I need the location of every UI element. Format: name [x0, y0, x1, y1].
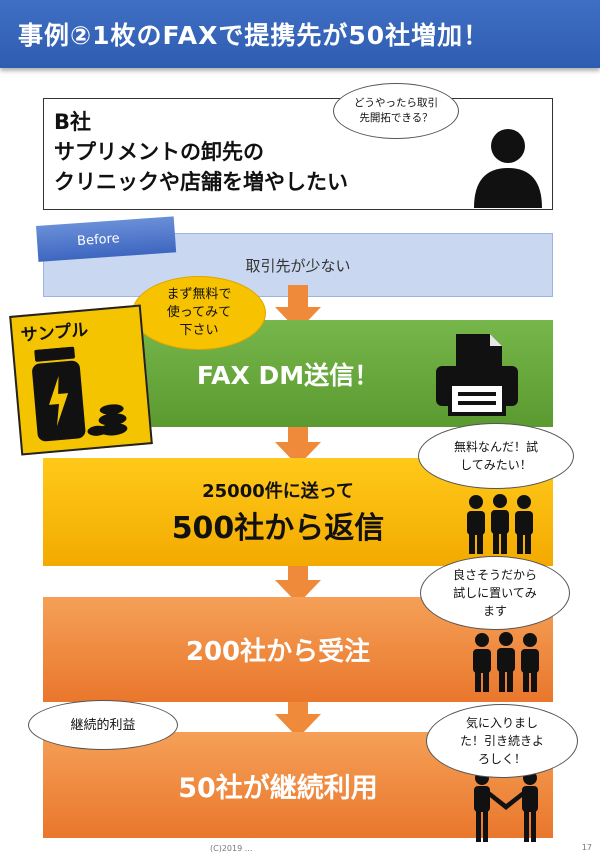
supplement-bottle-icon	[32, 346, 128, 442]
bubble-text: ます	[482, 604, 507, 618]
bubble-text: してみたい！	[460, 458, 532, 472]
down-arrow-icon	[275, 420, 321, 466]
fax-printer-icon	[436, 334, 518, 416]
step-replies: 25000件に送って 500社から返信	[43, 458, 553, 566]
page-number: 17	[581, 843, 592, 852]
down-arrow-icon	[275, 558, 321, 604]
bubble-text: た！引き続きよ	[459, 734, 544, 748]
company-name: B社	[54, 110, 92, 134]
person-icon	[474, 129, 542, 208]
step-orders-label: 200社から受注	[185, 637, 371, 667]
page-title: 事例②1枚のFAXで提携先が50社増加！	[0, 0, 600, 68]
step-fax-label: FAX DM送信！	[196, 360, 380, 390]
group-people-icon	[467, 494, 533, 554]
down-arrow-icon	[275, 285, 321, 331]
sample-card: サンプル	[9, 304, 153, 456]
step-replies-main: 500社から返信	[171, 511, 385, 546]
bubble-text: 先開拓できる？	[359, 112, 433, 124]
before-text: 取引先が少ない	[245, 256, 351, 275]
bubble-text: 使ってみて	[166, 305, 232, 320]
bubble-text: 無料なんだ！試	[453, 440, 538, 454]
bubble-text: 下さい	[179, 323, 219, 338]
speech-bubble-place: 良さそうだから 試しに置いてみ ます	[420, 556, 570, 630]
step-continue-label: 50社が継続利用	[178, 772, 378, 804]
sample-label: サンプル	[20, 320, 90, 347]
bubble-text: まず無料で	[166, 287, 232, 302]
bubble-text: どうやったら取引	[354, 97, 438, 109]
case-goal-line1: サプリメントの卸先の	[54, 140, 264, 164]
step-replies-sub: 25000件に送って	[202, 481, 354, 502]
footer-copyright: (C)2019 ...	[210, 844, 253, 853]
group-people-icon	[473, 632, 539, 692]
bubble-text: 試しに置いてみ	[453, 586, 537, 600]
speech-bubble-try: 無料なんだ！試 してみたい！	[418, 423, 574, 489]
case-box: B社 サプリメントの卸先の クリニックや店舗を増やしたい	[43, 98, 553, 210]
case-goal-line2: クリニックや店舗を増やしたい	[54, 170, 348, 194]
speech-bubble-like: 気に入りまし た！引き続きよ ろしく！	[426, 704, 578, 778]
bubble-text: ろしく！	[477, 752, 526, 766]
bubble-text: 継続的利益	[70, 717, 136, 733]
down-arrow-icon	[275, 692, 321, 738]
bubble-text: 気に入りまし	[465, 716, 538, 730]
handshake-icon	[474, 771, 538, 842]
speech-bubble-free-trial: まず無料で 使ってみて 下さい	[132, 276, 266, 350]
bubble-text: 良さそうだから	[452, 568, 537, 582]
speech-bubble-question: どうやったら取引 先開拓できる？	[333, 83, 459, 139]
speech-bubble-profit: 継続的利益	[28, 700, 178, 750]
